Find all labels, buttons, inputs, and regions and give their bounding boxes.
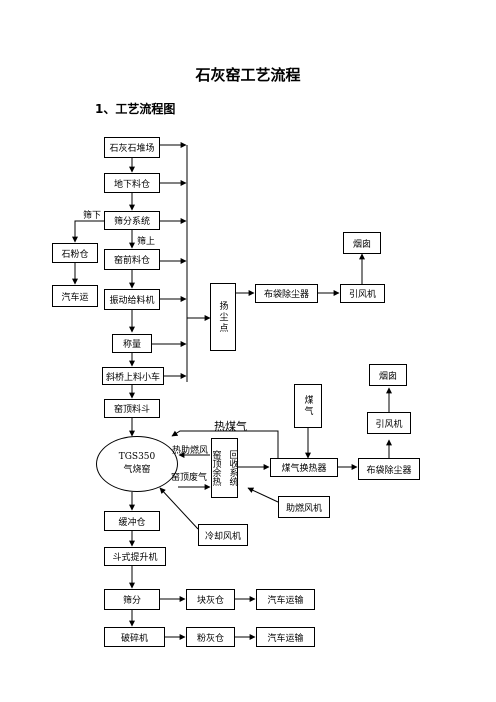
node-gas-heat-exchanger: 煤气换热器	[270, 458, 338, 477]
node-bag-filter-1: 布袋除尘器	[255, 284, 318, 303]
node-induced-fan-1: 引风机	[340, 284, 385, 303]
node-kiln-front-bin: 窑前料仓	[104, 249, 160, 270]
node-coal-gas: 煤气	[294, 384, 322, 428]
node-truck-transport-1: 汽车运	[52, 285, 98, 307]
node-combustion-fan: 助燃风机	[278, 496, 330, 518]
node-vibrating-feeder: 振动给料机	[104, 289, 160, 310]
waste-heat-col-2: 回收系统	[227, 450, 238, 486]
node-screening: 筛分	[104, 589, 160, 610]
node-screening-system: 筛分系统	[104, 211, 160, 230]
node-chimney-1: 烟囱	[343, 232, 381, 254]
label-oversize: 筛上	[137, 237, 156, 247]
waste-heat-col-1: 窑顶余热	[210, 450, 221, 486]
section-heading: 1、工艺流程图	[95, 102, 176, 116]
label-undersize: 筛下	[83, 211, 102, 221]
label-combustion-air: 热助燃风	[172, 446, 209, 456]
kiln-model-label: TGS350	[118, 452, 156, 462]
kiln-type-label: 气烧窑	[123, 465, 151, 475]
node-stone-powder-bin: 石粉仓	[52, 243, 98, 263]
label-hot-gas: 热煤气	[214, 420, 247, 433]
label-kiln-top-exhaust: 窑顶废气	[171, 473, 208, 483]
node-bucket-elevator: 斗式提升机	[104, 547, 166, 566]
node-powder-lime-bin: 粉灰仓	[186, 627, 235, 647]
node-limestone-yard: 石灰石堆场	[104, 137, 160, 158]
node-underground-bin: 地下料仓	[104, 173, 160, 193]
node-weighing: 称量	[112, 334, 152, 353]
page-title: 石灰窑工艺流程	[195, 66, 301, 84]
node-cooling-fan: 冷却风机	[198, 524, 248, 546]
node-chimney-2: 烟囱	[369, 364, 407, 386]
node-waste-heat-recovery: 窑顶余热 回收系统	[211, 438, 238, 498]
node-crusher: 破碎机	[104, 627, 165, 647]
node-dust-point: 扬尘点	[210, 283, 236, 351]
node-induced-fan-2: 引风机	[367, 412, 411, 434]
node-kiln: TGS350 气烧窑	[96, 436, 178, 492]
node-truck-transport-2: 汽车运输	[256, 589, 315, 610]
node-lump-lime-bin: 块灰仓	[186, 589, 235, 610]
node-truck-transport-3: 汽车运输	[256, 627, 315, 647]
node-bag-filter-2: 布袋除尘器	[358, 458, 420, 480]
node-inclined-bridge-car: 斜桥上料小车	[102, 367, 164, 385]
node-kiln-top-hopper: 窑顶料斗	[104, 399, 160, 418]
node-buffer-bin: 缓冲仓	[104, 511, 160, 531]
